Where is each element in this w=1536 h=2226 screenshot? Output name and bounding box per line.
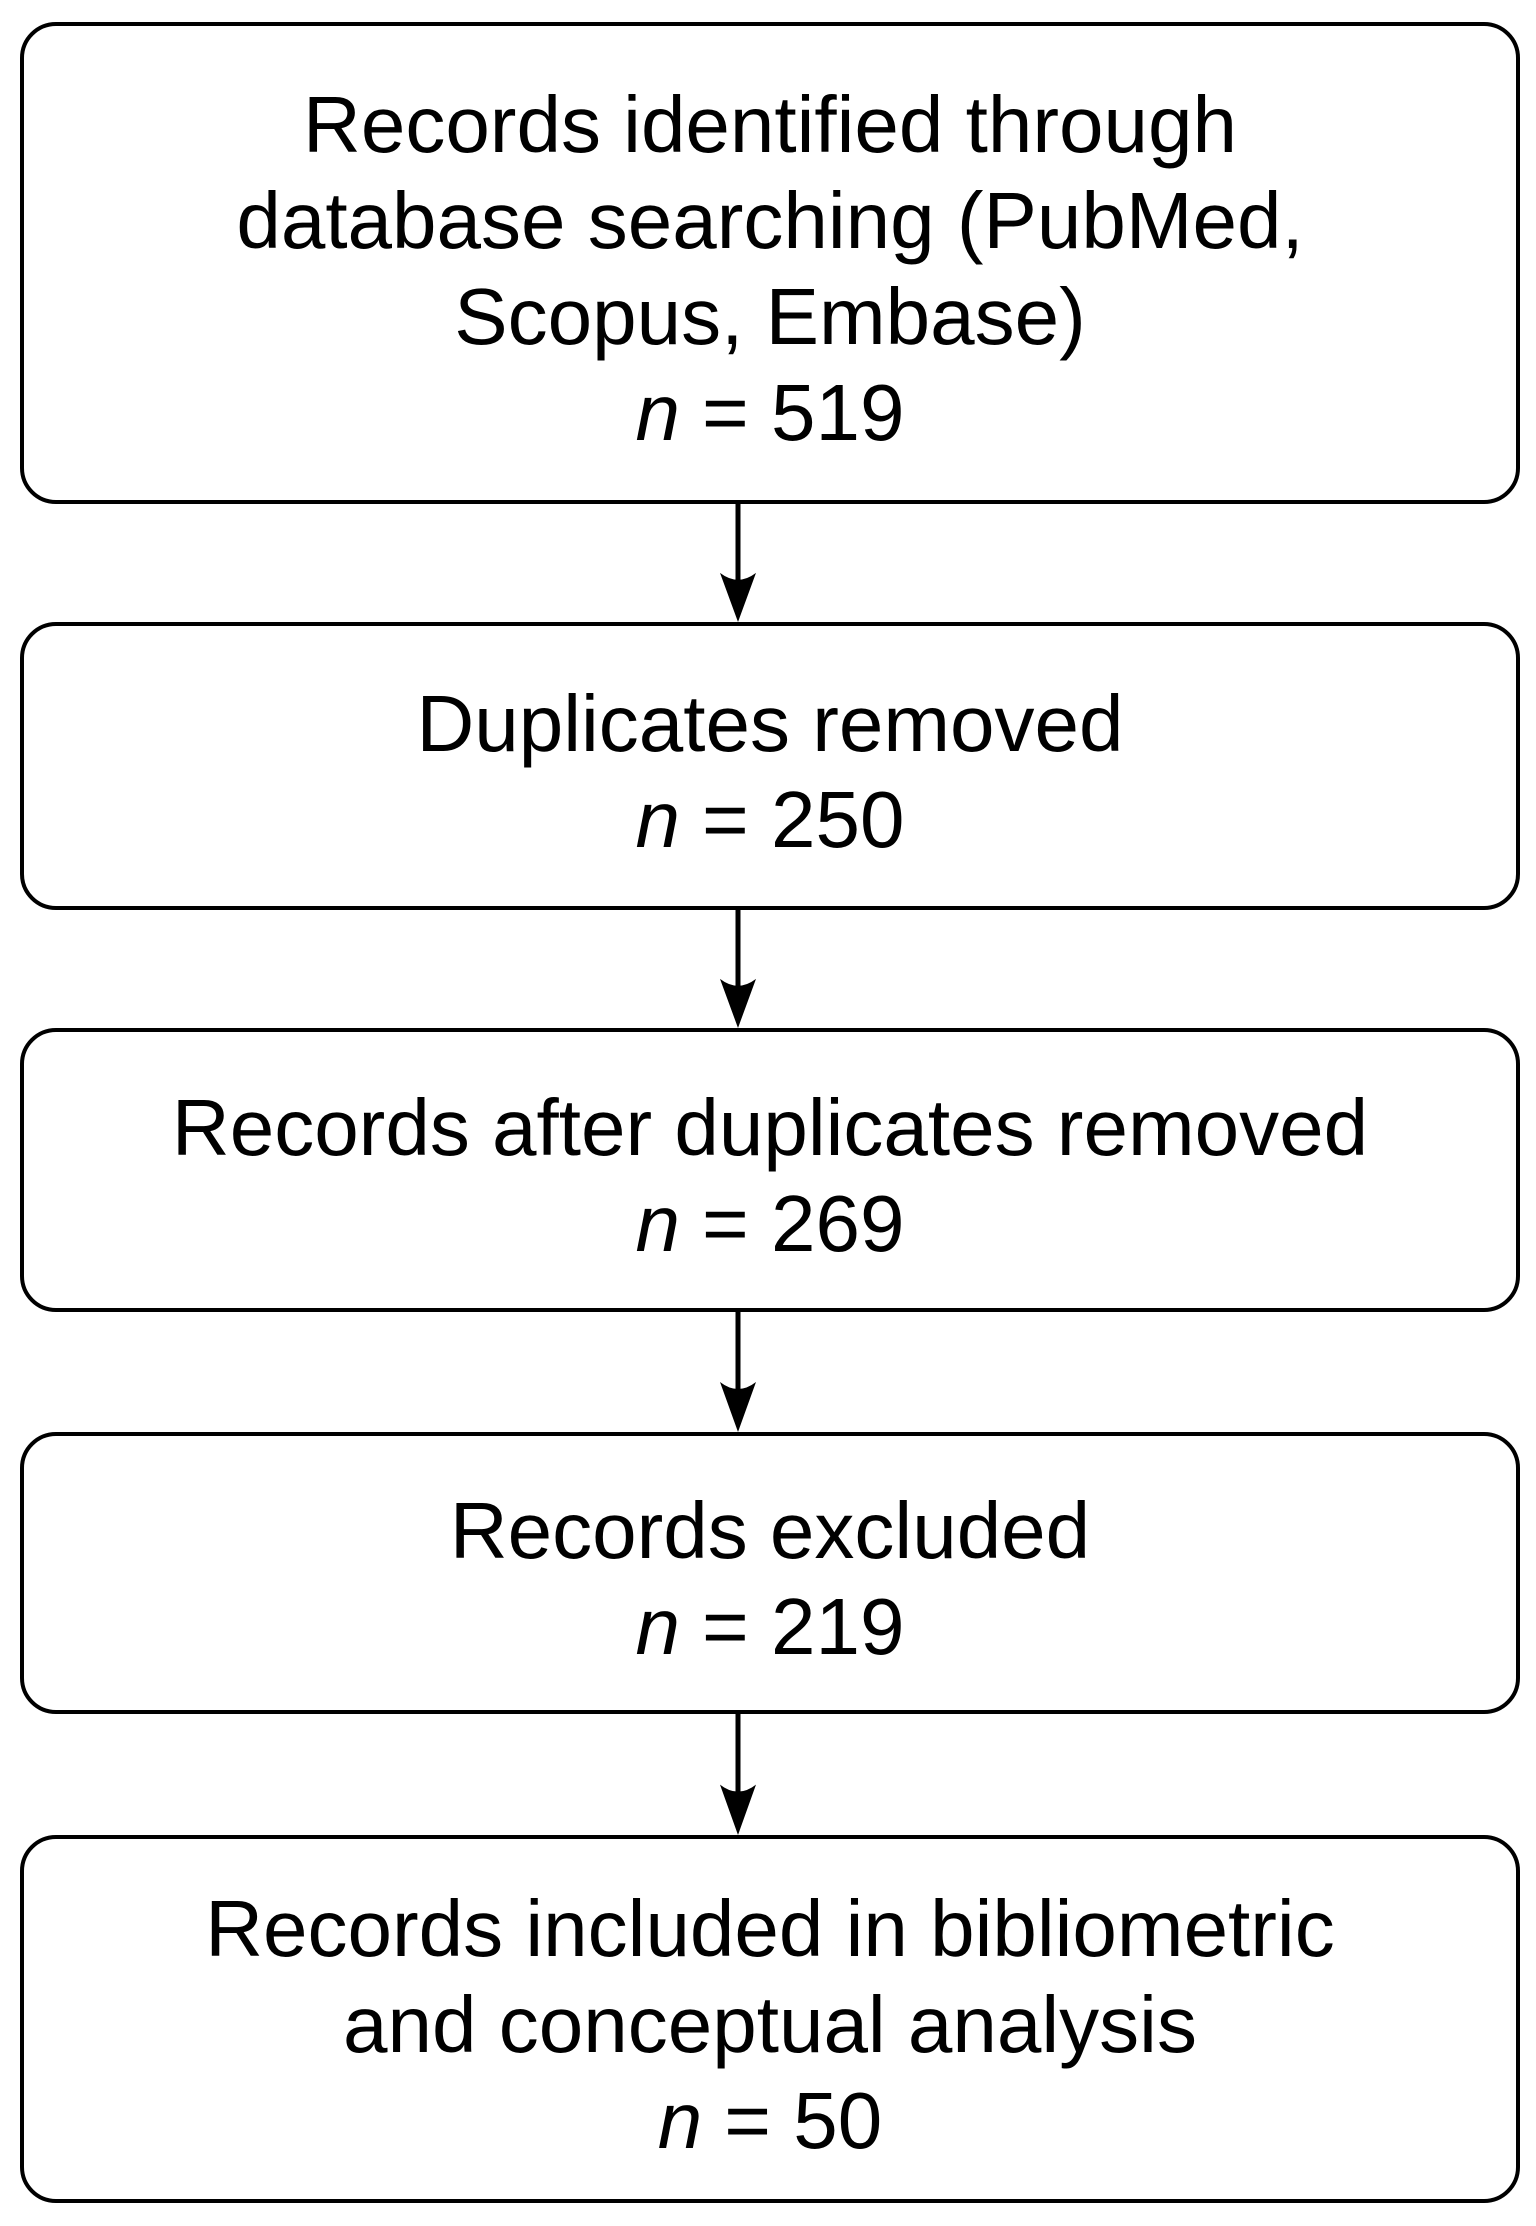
count-row: n= 50 xyxy=(658,2073,882,2169)
box-label-line: Records included in bibliometric xyxy=(205,1884,1335,1973)
count-variable: n xyxy=(657,2076,703,2165)
count-variable: n xyxy=(635,1582,681,1671)
count-row: n= 269 xyxy=(636,1176,905,1272)
count-row: n= 219 xyxy=(636,1579,905,1675)
down-arrow-icon xyxy=(720,910,756,1028)
count-value: = 50 xyxy=(724,2076,883,2165)
box-label-line: database searching (PubMed, xyxy=(236,176,1304,265)
flow-box-records-identified: Records identified through database sear… xyxy=(20,22,1520,504)
flow-box-records-included: Records included in bibliometric and con… xyxy=(20,1835,1520,2203)
count-variable: n xyxy=(635,775,681,864)
down-arrow-icon xyxy=(720,1714,756,1835)
box-label-line: Records identified through xyxy=(303,80,1237,169)
box-label-line: Scopus, Embase) xyxy=(454,272,1086,361)
box-label-line: Records after duplicates removed xyxy=(171,1083,1369,1172)
flow-box-duplicates-removed: Duplicates removed n= 250 xyxy=(20,622,1520,910)
flow-box-records-after-duplicates: Records after duplicates removed n= 269 xyxy=(20,1028,1520,1312)
flow-box-records-excluded: Records excluded n= 219 xyxy=(20,1432,1520,1714)
box-label-line: and conceptual analysis xyxy=(343,1980,1197,2069)
box-label-line: Records excluded xyxy=(449,1486,1091,1575)
down-arrow-icon xyxy=(720,1312,756,1432)
count-row: n= 519 xyxy=(636,365,905,461)
box-label-line: Duplicates removed xyxy=(416,679,1124,768)
down-arrow-icon xyxy=(720,504,756,622)
count-value: = 519 xyxy=(702,368,905,457)
count-row: n= 250 xyxy=(636,772,905,868)
count-variable: n xyxy=(635,368,681,457)
count-value: = 219 xyxy=(702,1582,905,1671)
count-variable: n xyxy=(635,1179,681,1268)
count-value: = 250 xyxy=(702,775,905,864)
count-value: = 269 xyxy=(702,1179,905,1268)
